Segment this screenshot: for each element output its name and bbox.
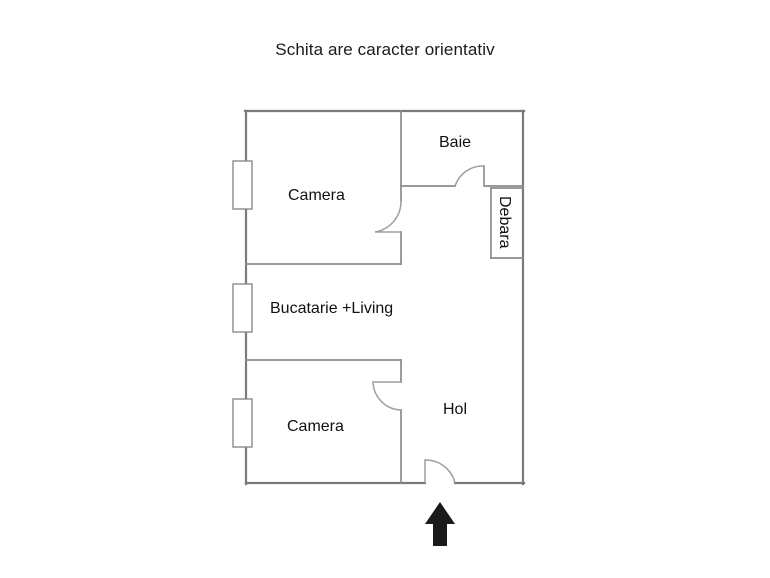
window-camera-bottom-icon <box>232 398 253 448</box>
door-arcs <box>372 165 485 484</box>
windows <box>232 160 253 448</box>
window-bucatarie-icon <box>232 283 253 333</box>
page-title: Schita are caracter orientativ <box>275 40 495 59</box>
room-label-hol: Hol <box>443 401 468 418</box>
entrance-arrow-group <box>425 502 455 546</box>
room-label-camera-top: Camera <box>288 187 345 204</box>
door-camera-bottom-icon <box>372 381 402 411</box>
door-entrance-icon <box>424 459 456 484</box>
room-label-baie: Baie <box>439 134 472 151</box>
arrow-up-icon <box>425 502 455 546</box>
door-baie-icon <box>454 165 485 187</box>
room-label-camera-bottom: Camera <box>287 418 344 435</box>
window-camera-top-icon <box>232 160 253 210</box>
room-label-bucatarie: Bucatarie +Living <box>270 300 394 317</box>
door-camera-top-icon <box>374 200 402 233</box>
room-label-debara: Debara <box>496 196 513 249</box>
